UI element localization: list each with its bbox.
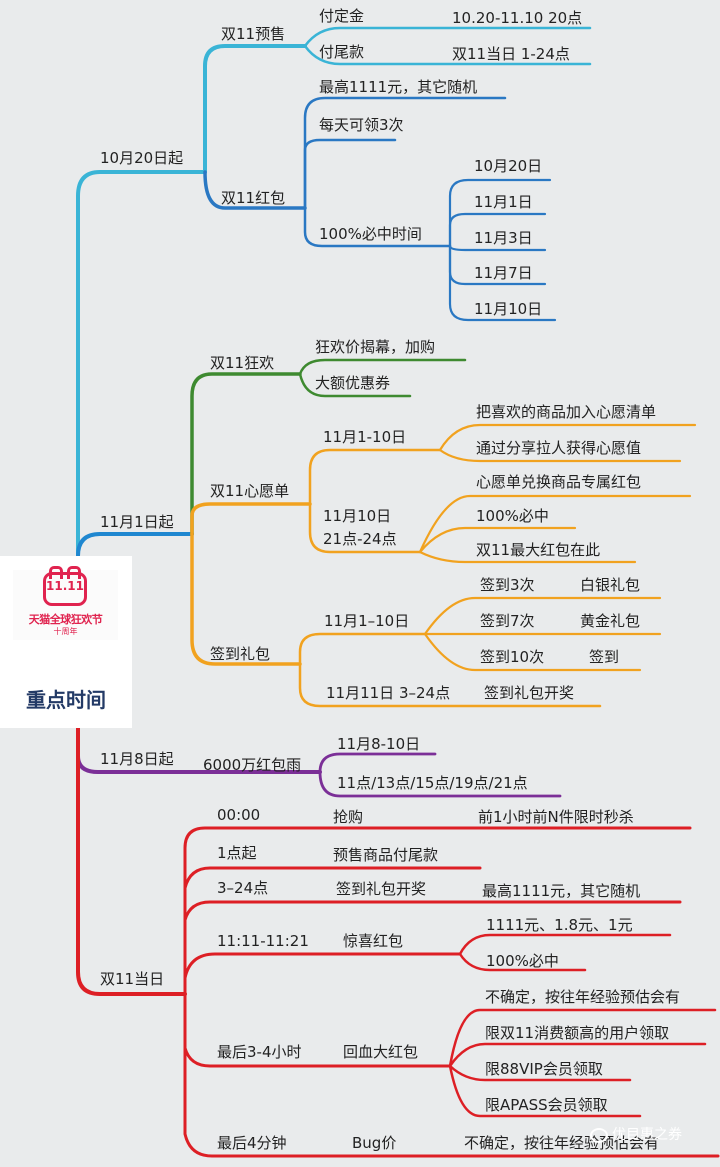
node-redpack-max[interactable]: 最高1111元，其它随机 [319, 78, 478, 96]
node-date[interactable]: 11月3日 [474, 229, 533, 247]
node-carnival-item[interactable]: 狂欢价揭幕，加购 [315, 338, 436, 356]
node-detail[interactable]: 限双11消费额高的用户领取 [485, 1024, 670, 1042]
node-event[interactable]: 惊喜红包 [343, 932, 404, 950]
node-wish-item[interactable]: 双11最大红包在此 [476, 541, 601, 559]
node-carnival-item[interactable]: 大额优惠券 [315, 374, 391, 392]
branch-label-1111[interactable]: 双11当日 [100, 970, 165, 988]
logo-text: 天猫全球狂欢节 [28, 613, 103, 626]
node-date[interactable]: 11月10日 [474, 300, 543, 318]
node-checkin-day[interactable]: 签到10次 [480, 648, 545, 666]
node-time[interactable]: 00:00 [217, 806, 261, 824]
node-time[interactable]: 最后3-4小时 [217, 1043, 302, 1061]
cat-head-icon: 11.11 [43, 566, 87, 606]
node-checkin-period1[interactable]: 11月1–10日 [324, 612, 410, 630]
watermark-text: 优目惠之券 [612, 1127, 682, 1143]
node-date[interactable]: 11月7日 [474, 264, 533, 282]
node-time[interactable]: 3–24点 [217, 879, 269, 897]
node-wish-item[interactable]: 100%必中 [476, 507, 549, 525]
node-detail[interactable]: 限88VIP会员领取 [485, 1060, 603, 1078]
node-wish-item[interactable]: 心愿单兑换商品专属红包 [476, 473, 642, 491]
node-event[interactable]: 抢购 [333, 808, 364, 826]
node-time[interactable]: 11:11-11:21 [217, 932, 309, 950]
node-wish-item[interactable]: 通过分享拉人获得心愿值 [476, 439, 642, 457]
node-wish-period2-time[interactable]: 21点-24点 [323, 530, 397, 548]
node-redpack-sure[interactable]: 100%必中时间 [319, 225, 422, 243]
node-date[interactable]: 11月1日 [474, 193, 533, 211]
logo-number: 11.11 [46, 579, 84, 593]
node-checkin-period2[interactable]: 11月11日 3–24点 [326, 684, 451, 702]
node-detail[interactable]: 最高1111元，其它随机 [482, 882, 641, 900]
node-redpack[interactable]: 双11红包 [221, 189, 286, 207]
node-rain[interactable]: 6000万红包雨 [203, 756, 302, 774]
node-detail[interactable]: 不确定，按往年经验预估会有 [464, 1134, 660, 1152]
node-time[interactable]: 最后4分钟 [217, 1134, 287, 1152]
branch-label-nov1[interactable]: 11月1日起 [100, 513, 174, 531]
wechat-icon [590, 1127, 608, 1143]
node-time[interactable]: 1点起 [217, 844, 257, 862]
node-rain-dates[interactable]: 11月8-10日 [337, 735, 421, 753]
node-checkin[interactable]: 签到礼包 [210, 645, 271, 663]
tmall-1111-logo: 11.11 天猫全球狂欢节 十周年 [13, 566, 118, 640]
node-event[interactable]: 回血大红包 [343, 1043, 419, 1061]
node-wish-period1[interactable]: 11月1-10日 [323, 428, 407, 446]
node-rain-times[interactable]: 11点/13点/15点/19点/21点 [337, 774, 528, 792]
node-detail[interactable]: 不确定，按往年经验预估会有 [485, 988, 681, 1006]
node-detail[interactable]: 前1小时前N件限时秒杀 [478, 808, 634, 826]
node-event[interactable]: 签到礼包开奖 [336, 880, 427, 898]
branch-label-nov8[interactable]: 11月8日起 [100, 750, 174, 768]
node-redpack-daily[interactable]: 每天可领3次 [319, 116, 404, 134]
node-detail[interactable]: 100%必中 [486, 952, 559, 970]
node-wish-period2[interactable]: 11月10日 [323, 507, 392, 525]
watermark: 优目惠之券 [590, 1124, 682, 1144]
node-carnival[interactable]: 双11狂欢 [210, 354, 275, 372]
node-detail[interactable]: 1111元、1.8元、1元 [486, 916, 633, 934]
node-checkin-lottery[interactable]: 签到礼包开奖 [484, 684, 575, 702]
node-checkin-day[interactable]: 签到7次 [480, 612, 535, 630]
node-deposit[interactable]: 付定金 [319, 7, 365, 25]
node-event[interactable]: Bug价 [352, 1134, 397, 1152]
node-checkin-reward[interactable]: 黄金礼包 [580, 612, 641, 630]
node-date[interactable]: 10月20日 [474, 157, 543, 175]
node-presale[interactable]: 双11预售 [221, 25, 286, 43]
logo-subtext: 十周年 [53, 627, 78, 636]
node-checkin-reward[interactable]: 白银礼包 [580, 576, 641, 594]
node-balance-time[interactable]: 双11当日 1-24点 [452, 45, 570, 63]
branch-label-oct20[interactable]: 10月20日起 [100, 149, 184, 167]
root-node[interactable]: 11.11 天猫全球狂欢节 十周年 重点时间 [0, 556, 132, 728]
node-wishlist[interactable]: 双11心愿单 [210, 482, 290, 500]
node-deposit-time[interactable]: 10.20-11.10 20点 [452, 9, 583, 27]
node-detail[interactable]: 限APASS会员领取 [485, 1096, 608, 1114]
node-balance[interactable]: 付尾款 [319, 43, 365, 61]
root-title: 重点时间 [26, 688, 106, 712]
node-event[interactable]: 预售商品付尾款 [333, 846, 439, 864]
node-checkin-reward[interactable]: 签到 [589, 648, 620, 666]
node-checkin-day[interactable]: 签到3次 [480, 576, 535, 594]
node-wish-item[interactable]: 把喜欢的商品加入心愿清单 [476, 403, 657, 421]
